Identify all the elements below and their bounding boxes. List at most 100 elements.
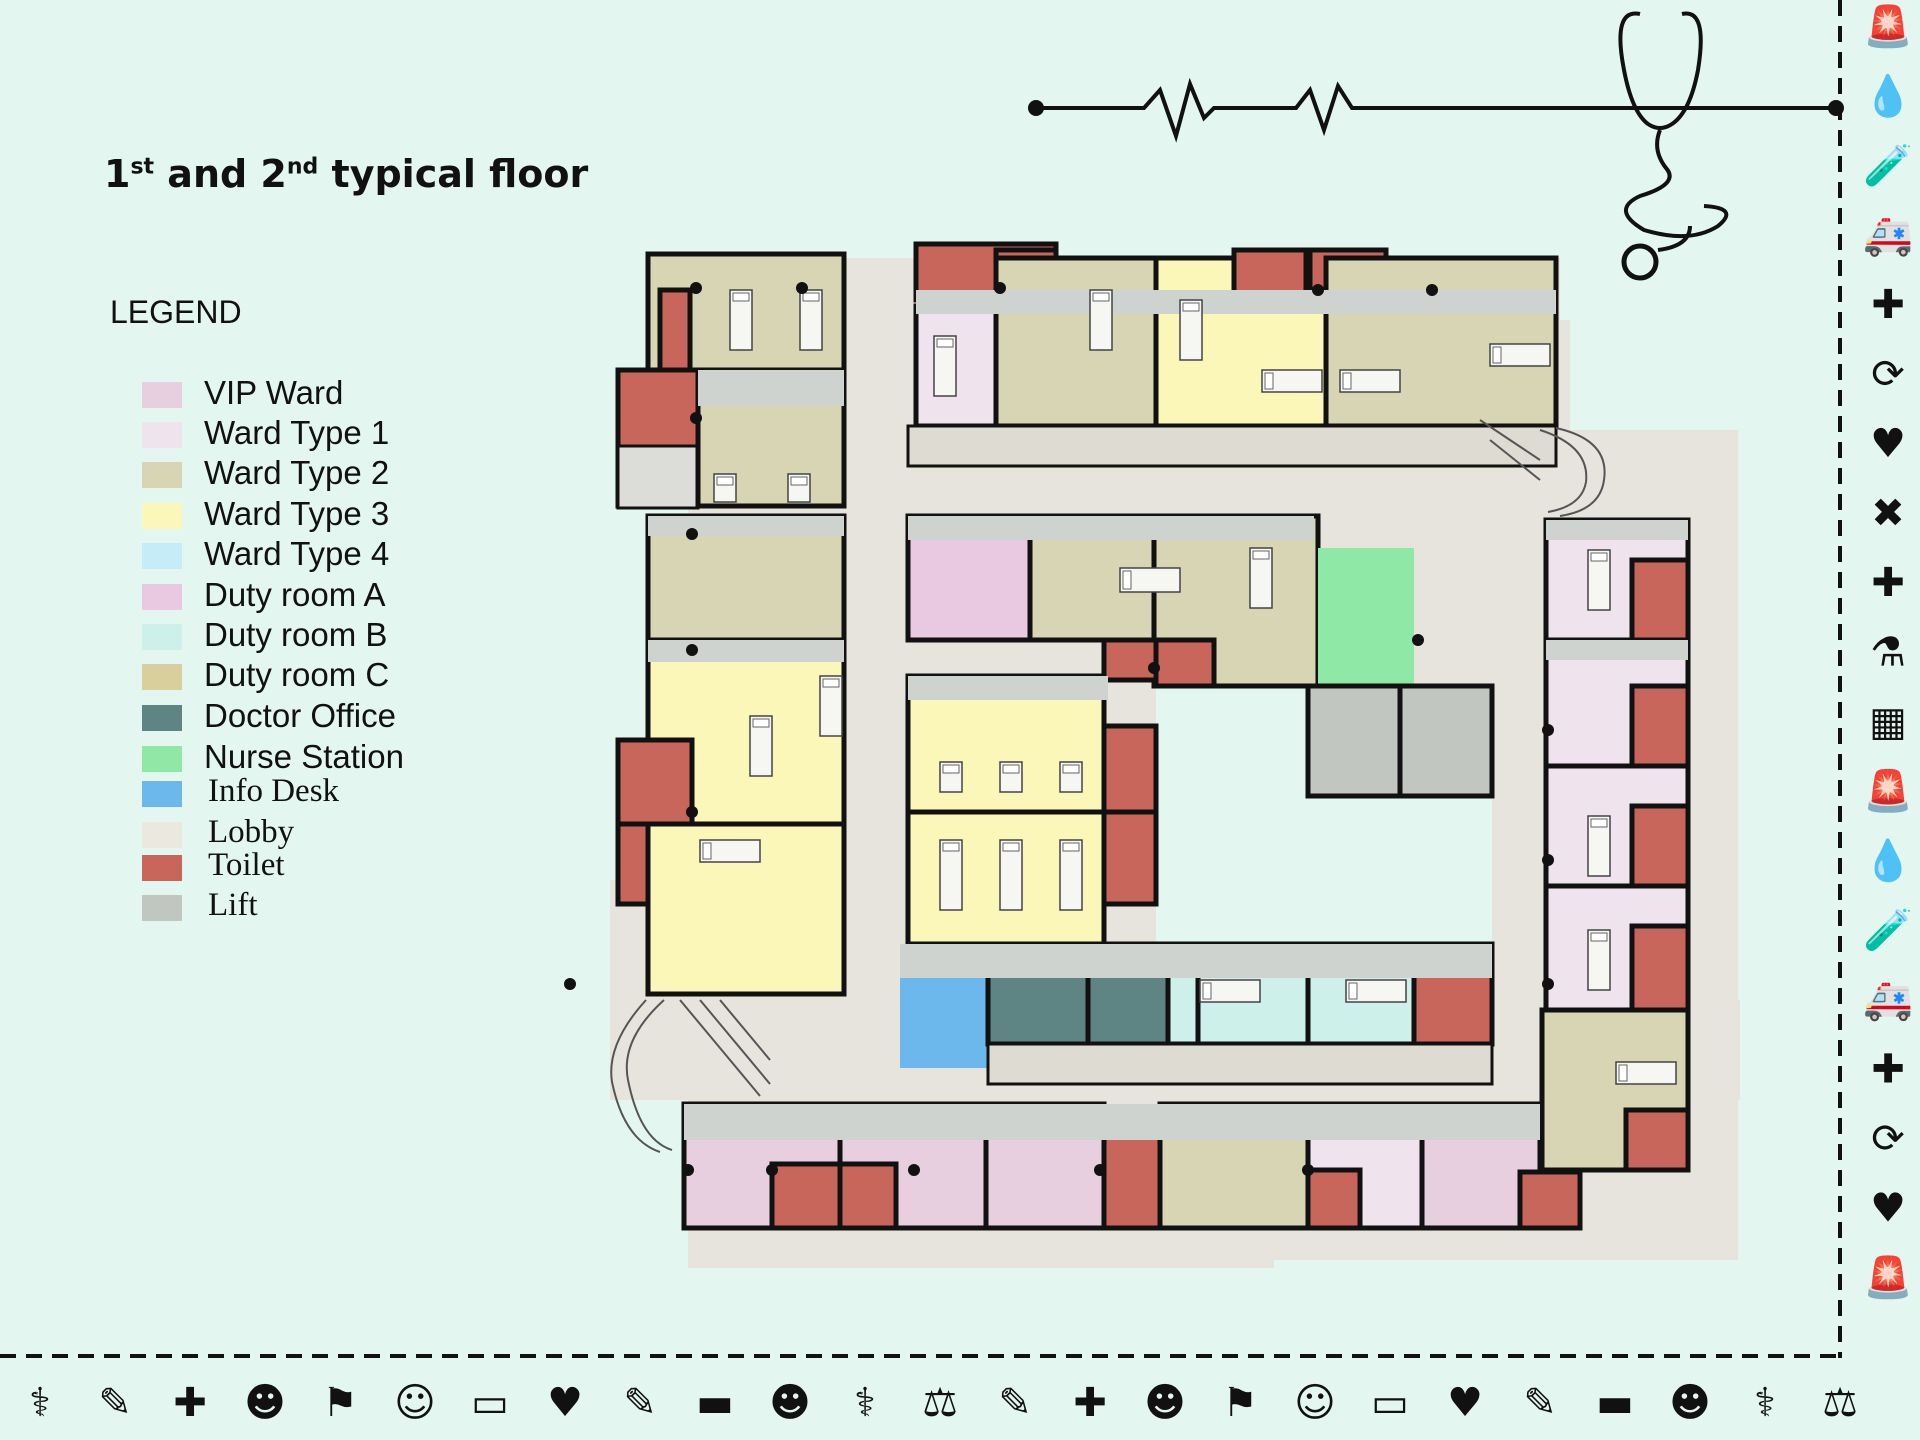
bed	[1615, 1061, 1677, 1085]
svg-text:♥: ♥	[547, 1380, 583, 1426]
legend-label: Toilet	[208, 847, 285, 883]
heartbeat-icon: ♥	[547, 1380, 583, 1426]
bed	[999, 839, 1023, 911]
svg-text:🧪: 🧪	[1863, 908, 1913, 954]
legend-swatch	[142, 855, 182, 881]
wall-band	[648, 640, 844, 662]
legend-label: Duty room B	[204, 616, 388, 653]
hospital-bed-icon: ▬	[1596, 1380, 1634, 1426]
svg-text:🚑: 🚑	[1863, 977, 1913, 1023]
column	[690, 412, 702, 424]
corridor-rooms	[986, 1042, 1494, 1086]
gurney-icon: ⚖	[1822, 1380, 1858, 1426]
bed	[933, 335, 957, 397]
svg-text:🧪: 🧪	[1863, 143, 1913, 189]
bed	[1059, 761, 1083, 793]
column	[1094, 1164, 1106, 1176]
toilet	[769, 1161, 843, 1231]
column	[690, 282, 702, 294]
bed	[699, 839, 761, 863]
heart-monitor-icon: ⟳	[1871, 352, 1905, 398]
pill-bottle-icon: ⚗	[1870, 630, 1906, 676]
column	[908, 1164, 920, 1176]
svg-text:⚑: ⚑	[1222, 1380, 1258, 1426]
legend-swatch	[142, 746, 182, 772]
legend-label: Duty room A	[204, 576, 386, 613]
svg-text:💧: 💧	[1863, 73, 1913, 120]
lift	[1305, 683, 1403, 799]
toilet	[657, 287, 693, 373]
legend-label: Doctor Office	[204, 697, 396, 734]
svg-text:☺: ☺	[1294, 1380, 1336, 1426]
svg-text:☻: ☻	[244, 1380, 286, 1426]
bed	[1199, 979, 1261, 1003]
right-icon-column: 🚨💧🧪🚑✚⟳♥✖✚⚗▦🚨💧🧪🚑✚⟳♥🚨	[1863, 3, 1913, 1301]
stairs	[610, 419, 1606, 1153]
svg-text:♥: ♥	[1870, 1186, 1906, 1232]
toilet	[615, 737, 695, 827]
svg-text:✎: ✎	[998, 1380, 1032, 1426]
legend-item: Ward Type 2	[140, 454, 500, 494]
svg-text:▬: ▬	[1596, 1380, 1634, 1426]
bed	[1089, 289, 1113, 351]
medical-case-icon: ✚	[173, 1380, 207, 1426]
column	[1426, 284, 1438, 296]
legend-label: Lobby	[208, 814, 295, 850]
svg-text:🚨: 🚨	[1863, 3, 1913, 50]
svg-text:✎: ✎	[1523, 1380, 1557, 1426]
corridor-rooms	[906, 424, 1558, 468]
service-room	[616, 444, 700, 510]
nurse-icon: ☻	[244, 1380, 286, 1426]
legend-swatch	[142, 382, 182, 408]
nurse-icon: ☻	[1144, 1380, 1186, 1426]
column	[1312, 284, 1324, 296]
column	[1302, 1164, 1314, 1176]
column	[686, 806, 698, 818]
column	[796, 282, 808, 294]
legend-label: Nurse Station	[204, 738, 404, 775]
bed	[1339, 369, 1401, 393]
calendar-icon: ▦	[1869, 699, 1907, 745]
iv-drip-icon: 🧪	[1863, 143, 1913, 189]
svg-text:☺: ☺	[394, 1380, 436, 1426]
legend-item: Duty room A	[140, 576, 500, 616]
legend-item: Info Desk	[140, 773, 500, 813]
wall-band	[908, 516, 1314, 540]
iv-stand-icon: ⚕	[29, 1380, 51, 1426]
bed	[939, 761, 963, 793]
ecg-monitor-icon: ▭	[471, 1380, 509, 1426]
svg-text:🚨: 🚨	[1863, 1254, 1913, 1301]
bed	[1587, 815, 1611, 877]
legend-label: Duty room C	[204, 656, 390, 693]
svg-text:🚑: 🚑	[1863, 213, 1913, 259]
svg-text:✚: ✚	[1871, 282, 1905, 328]
legend-swatch	[142, 543, 182, 569]
legend-swatch	[142, 822, 182, 848]
heartbeat-icon: ♥	[1870, 421, 1906, 467]
wall-band	[648, 516, 844, 536]
bandage-icon: ✖	[1871, 491, 1905, 537]
wall-band	[900, 944, 1492, 978]
bed	[1489, 343, 1551, 367]
legend-swatch	[142, 624, 182, 650]
legend-label: Ward Type 3	[204, 495, 390, 532]
syringe-icon: ✎	[623, 1380, 657, 1426]
toilet	[1305, 1167, 1363, 1231]
doctor-icon: ☺	[1294, 1380, 1336, 1426]
toilet	[1629, 557, 1691, 643]
bed	[1587, 929, 1611, 991]
toilet	[1153, 637, 1217, 689]
column	[1542, 854, 1554, 866]
svg-text:▭: ▭	[1371, 1380, 1409, 1426]
iv-drip-icon: 🧪	[1863, 908, 1913, 954]
legend-swatch	[142, 895, 182, 921]
wall-band	[916, 290, 1556, 314]
svg-text:✚: ✚	[1871, 560, 1905, 606]
legend-item: Doctor Office	[140, 697, 500, 737]
column	[994, 282, 1006, 294]
ecg-monitor-icon: ▭	[1371, 1380, 1409, 1426]
bed	[713, 473, 737, 503]
bed	[787, 473, 811, 503]
column	[564, 978, 576, 990]
svg-text:✚: ✚	[1871, 1047, 1905, 1093]
